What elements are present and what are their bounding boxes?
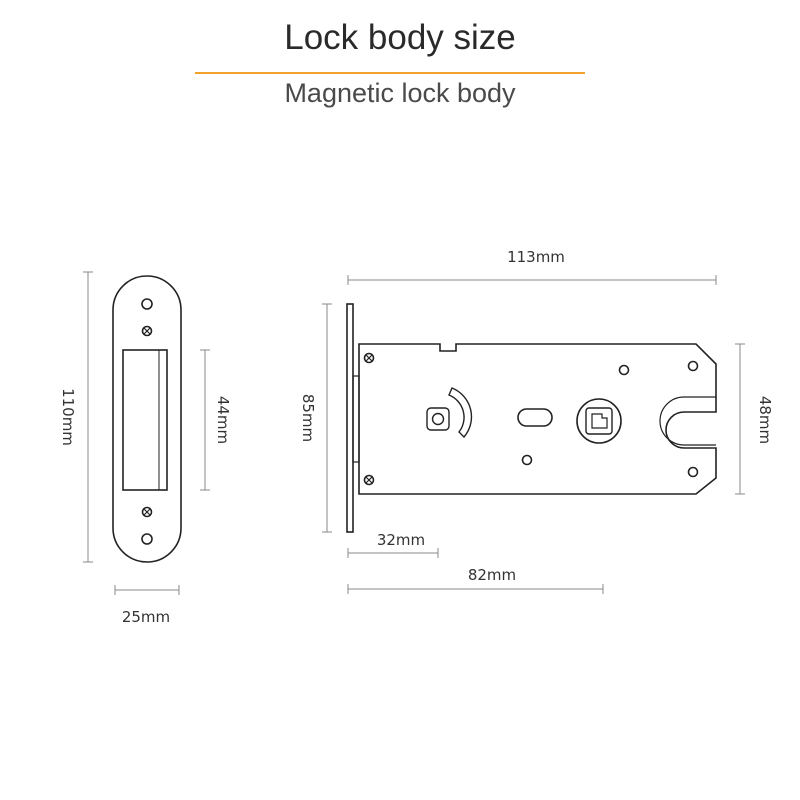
body-right-height-label: 48mm (756, 396, 774, 444)
body-case-outline (358, 343, 717, 495)
faceplate-hole-bottom (141, 533, 153, 545)
body-hole-2 (687, 360, 699, 372)
lock-body (346, 303, 717, 533)
faceplate-screw-bottom (141, 506, 153, 518)
page-subtitle: Magnetic lock body (284, 78, 516, 108)
faceplate-opening-label: 44mm (214, 396, 232, 444)
body-slot (517, 408, 553, 427)
faceplate (112, 275, 182, 563)
body-height-label: 85mm (299, 394, 317, 442)
body-hole-4 (687, 466, 699, 478)
faceplate-screw-top (141, 325, 153, 337)
title-underline (195, 72, 585, 74)
body-depth-label: 82mm (468, 566, 516, 584)
page-title: Lock body size (284, 18, 516, 57)
faceplate-hole-top (141, 298, 153, 310)
body-screw-top (363, 352, 375, 364)
body-length-label: 113mm (507, 248, 565, 266)
faceplate-height-label: 110mm (59, 388, 77, 446)
body-faceplate-edge (346, 303, 354, 533)
body-latch-slot (352, 375, 360, 463)
faceplate-opening (122, 349, 168, 491)
faceplate-width-label: 25mm (122, 608, 170, 626)
body-hole-1 (618, 364, 630, 376)
body-handle-spindle (576, 398, 622, 444)
faceplate-dimension-lines (83, 271, 210, 595)
body-right-slot (659, 396, 716, 446)
body-screw-bottom (363, 474, 375, 486)
faceplate-outline (112, 275, 182, 563)
body-hole-3 (521, 454, 533, 466)
body-cylinder-cam (426, 387, 473, 439)
body-dimension-lines (322, 275, 745, 594)
backset-label: 32mm (377, 531, 425, 549)
